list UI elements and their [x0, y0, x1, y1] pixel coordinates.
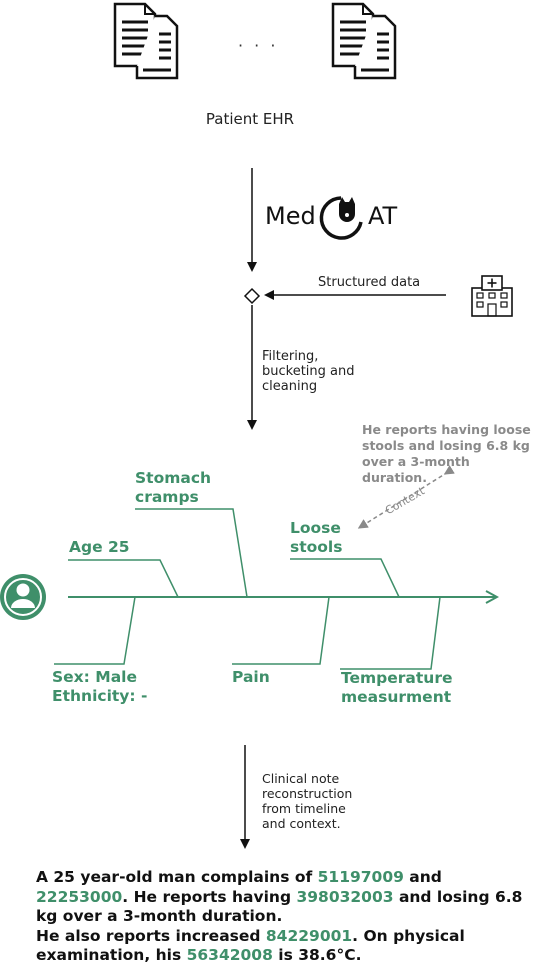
note-text: . He reports having — [122, 887, 297, 906]
branch-age — [68, 559, 179, 598]
patient-ehr-label: Patient EHR — [205, 110, 295, 128]
concept-code: 51197009 — [317, 868, 404, 886]
branch-loose-stools — [290, 558, 400, 598]
medcat-logo-prefix: Med — [265, 202, 316, 230]
clinical-note: A 25 year-old man complains of 51197009 … — [36, 868, 532, 966]
event-pain: Pain — [232, 668, 270, 686]
concept-code: 56342008 — [186, 946, 273, 964]
document-icon-right — [331, 2, 397, 80]
event-age: Age 25 — [69, 538, 130, 556]
branch-sex — [54, 596, 136, 665]
hospital-icon — [471, 275, 513, 317]
user-avatar-icon — [0, 574, 46, 620]
note-text: and losing 6.8 kg over a 3-month duratio… — [36, 887, 523, 926]
medcat-logo-suffix: AT — [368, 202, 398, 230]
document-icon-left — [113, 2, 179, 80]
ellipsis: · · · — [238, 36, 279, 55]
event-temperature: Temperature measurment — [341, 669, 453, 706]
branch-temperature — [340, 596, 441, 670]
context-arrow — [357, 465, 455, 529]
event-loose-stools: Loose stools — [290, 519, 343, 556]
note-text: and — [403, 868, 442, 886]
filtering-label: Filtering, bucketing and cleaning — [262, 349, 355, 394]
concept-code: 398032003 — [296, 887, 394, 906]
branch-pain — [232, 596, 330, 665]
concept-code: 22253000 — [36, 887, 123, 906]
concept-code: 84229001 — [265, 926, 353, 945]
cat-logo-icon — [319, 196, 363, 240]
branch-stomach-cramps — [135, 508, 248, 598]
note-text: He also reports increased — [36, 926, 266, 945]
event-sex-ethnicity: Sex: Male Ethnicity: - — [52, 668, 148, 705]
note-text: is 38.6°C. — [272, 946, 362, 964]
context-note: He reports having loose stools and losin… — [362, 422, 531, 485]
structured-data-label: Structured data — [318, 275, 421, 290]
event-stomach-cramps: Stomach cramps — [135, 469, 212, 506]
note-text: A 25 year-old man complains of — [36, 868, 318, 886]
reconstruction-label: Clinical note reconstruction from timeli… — [262, 771, 353, 831]
merge-diamond — [243, 287, 261, 305]
note-text: . On physical examination, his — [36, 926, 465, 965]
